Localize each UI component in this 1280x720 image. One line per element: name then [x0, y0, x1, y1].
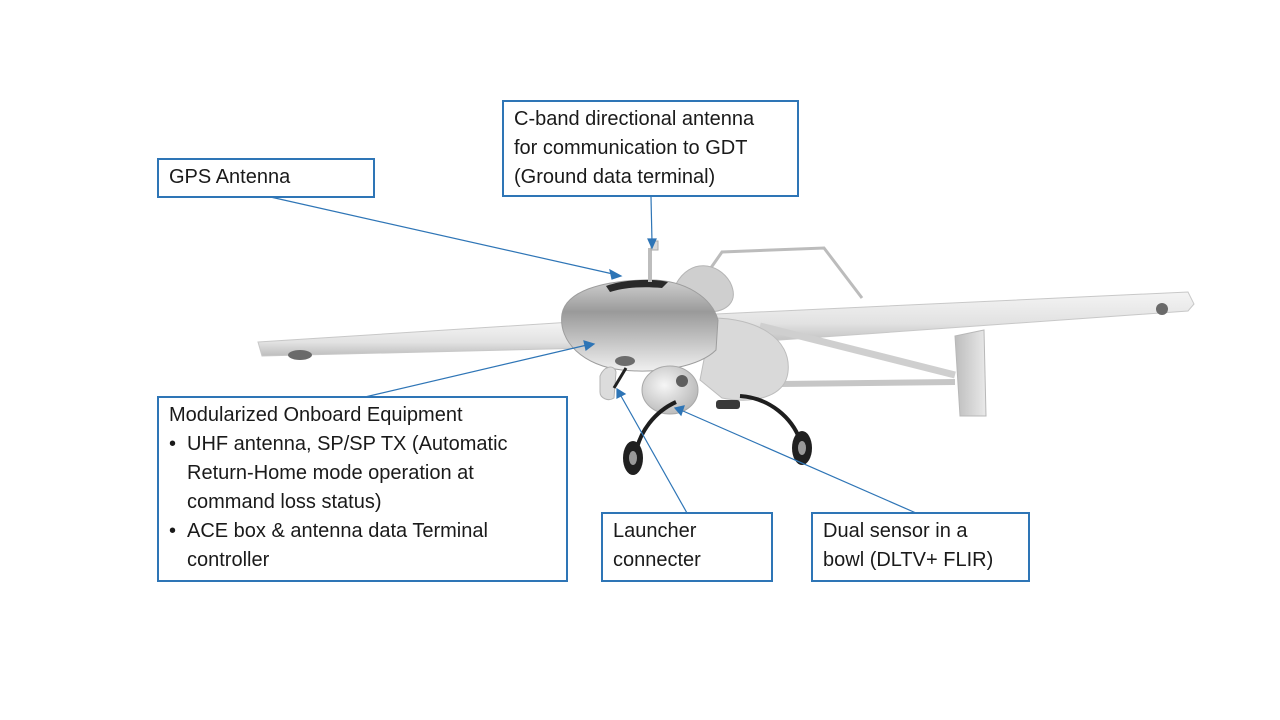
gps-leader-arrow: [609, 268, 623, 280]
sensor-leader-arrow: [673, 405, 685, 417]
cband-line-3: (Ground data terminal): [514, 166, 716, 188]
dual-sensor-callout: Dual sensor in a bowl (DLTV+ FLIR): [811, 512, 1030, 582]
onboard-bullet-2: ACE box & antenna data Terminal controll…: [169, 517, 556, 575]
upper-tail-boom: [759, 322, 956, 379]
launcher-connector: [599, 366, 617, 401]
right-main-gear: [739, 394, 802, 441]
onboard-equipment-callout: Modularized Onboard Equipment UHF antenn…: [157, 396, 568, 582]
left-wingtip-pod: [288, 350, 312, 360]
launcher-line-2: connecter: [613, 549, 701, 571]
cband-leader-arrow: [647, 238, 657, 250]
cband-antenna-callout: C-band directional antenna for communica…: [502, 100, 799, 197]
onboard-leader-line: [364, 344, 588, 398]
gps-leader-line: [265, 195, 614, 275]
launcher-line-1: Launcher: [613, 520, 697, 542]
sensor-leader-line: [682, 410, 917, 514]
uhf-antenna-pod: [615, 356, 635, 366]
onboard-title: Modularized Onboard Equipment: [169, 404, 463, 426]
rear-fuselage: [699, 317, 789, 401]
sensor-line-1: Dual sensor in a: [823, 520, 968, 542]
sensor-line-2: bowl (DLTV+ FLIR): [823, 549, 994, 571]
gear-mount: [716, 400, 740, 409]
gps-antenna-callout: GPS Antenna: [157, 158, 375, 198]
left-wing: [257, 321, 589, 357]
fuselage: [561, 279, 719, 372]
horizontal-stabilizer: [706, 246, 864, 299]
onboard-leader-arrow: [583, 340, 596, 352]
cband-leader-line: [650, 196, 653, 243]
launcher-leader-arrow: [616, 387, 627, 399]
tail-fin: [954, 329, 987, 417]
sensor-lens: [676, 375, 688, 387]
right-wheel-hub: [798, 441, 806, 455]
lower-tail-boom: [779, 379, 956, 387]
launcher-leader-line: [620, 395, 688, 514]
cband-line-2: for communication to GDT: [514, 137, 748, 159]
fuselage-top-hatch: [606, 279, 668, 292]
gps-label: GPS Antenna: [169, 166, 291, 188]
right-wingtip-pod: [1156, 303, 1168, 315]
onboard-bullet-list: UHF antenna, SP/SP TX (Automatic Return-…: [169, 430, 556, 575]
launcher-connecter-callout: Launcher connecter: [601, 512, 773, 582]
left-wheel-hub: [629, 451, 637, 465]
cband-line-1: C-band directional antenna: [514, 108, 755, 130]
onboard-bullet-1: UHF antenna, SP/SP TX (Automatic Return-…: [169, 430, 556, 517]
nose-gear-strut: [612, 367, 628, 389]
cband-antenna-mast: [648, 248, 652, 282]
